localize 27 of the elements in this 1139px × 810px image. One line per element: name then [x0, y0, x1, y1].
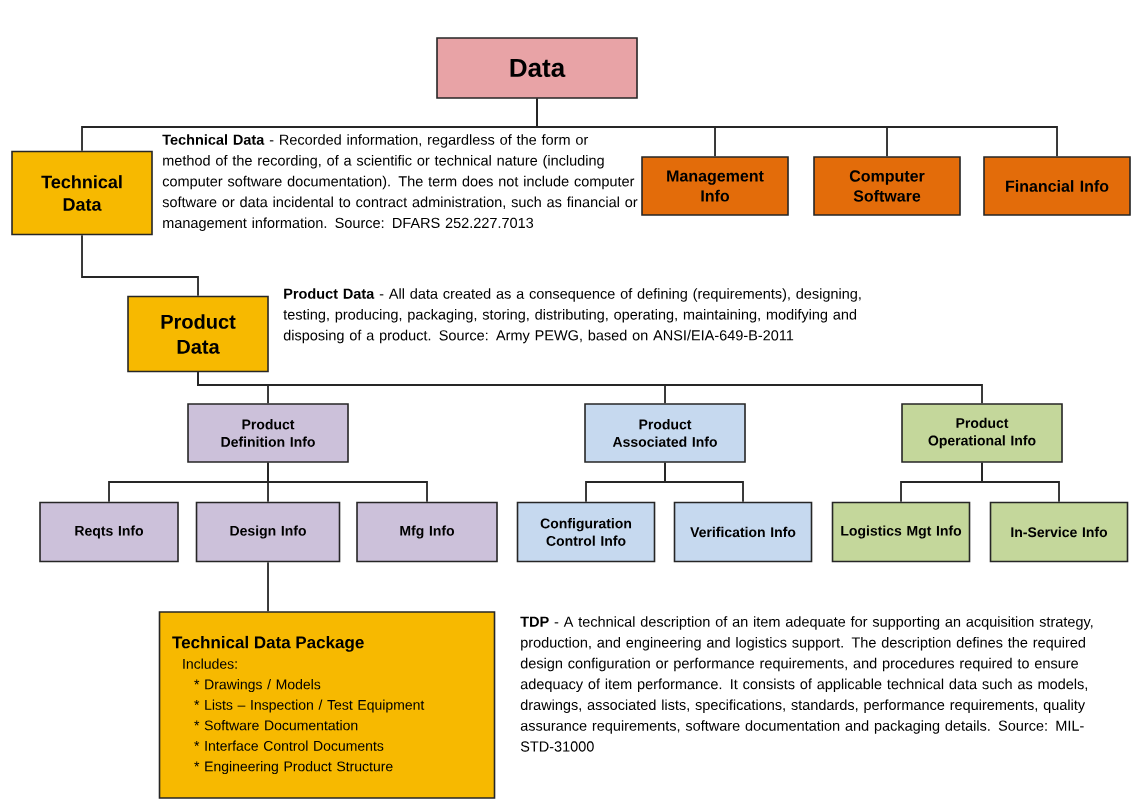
definition-text: Product Data - All data created as a consequence of defining (requirements), designing, testing, producing, packaging, storing, distributing, operating, maintaining, modifying and disposing of a product. Source: Army PEWG, based on ANSI/EIA-649-B-2011: [283, 288, 861, 344]
category-box: Design Info: [195, 501, 341, 563]
connector-line: [267, 561, 269, 613]
definition-text: Technical Data - Recorded information, regardless of the form or method of the recording, of a scientific or technical nature (including computer software documentation). The term does not include computer software or data incidental to contract administration, such as financial or management information. Source: DFARS 252.227.7013: [162, 134, 638, 231]
category-box: Configuration Control Info: [516, 501, 656, 563]
category-box: Financial Info: [983, 156, 1131, 216]
connector-line: [664, 461, 744, 503]
category-box: Computer Software: [813, 156, 961, 216]
connector-line: [267, 461, 428, 503]
connector-line: [81, 234, 199, 297]
category-box: Mfg Info: [356, 501, 498, 563]
category-box: Verification Info: [673, 501, 813, 563]
definition-text: TDP - A technical description of an item adequate for supporting an acquisition strategy, production, and engineering and logistics support. The description defines the required design configuration or performance requirements, and procedures required to ensure adequacy of item performance. It consists of applicable technical data such as models, drawings, associated lists, specifications, standards, performance requirements, quality assurance requirements, software documentation and packaging details. Source: MIL-STD-31000: [520, 616, 1093, 752]
root-box: Data: [436, 37, 638, 99]
package-box: Technical Data Package Includes: * Drawings / Models * Lists – Inspection / Test Equipment * Software Documentation * Interface Control Documents * Engineering Product Structure: [158, 611, 496, 799]
category-box: Logistics Mgt Info: [831, 501, 971, 563]
category-box: Product Operational Info: [901, 403, 1063, 463]
connector-line: [197, 371, 983, 405]
connector-line: [981, 461, 1060, 503]
category-box: In-Service Info: [989, 501, 1129, 563]
connector-line: [536, 97, 1058, 158]
category-box: Product Data: [127, 295, 269, 373]
category-box: Management Info: [641, 156, 789, 216]
category-box: Technical Data: [11, 150, 153, 236]
category-box: Product Definition Info: [187, 403, 349, 463]
category-box: Reqts Info: [39, 501, 179, 563]
category-box: Product Associated Info: [584, 403, 746, 463]
